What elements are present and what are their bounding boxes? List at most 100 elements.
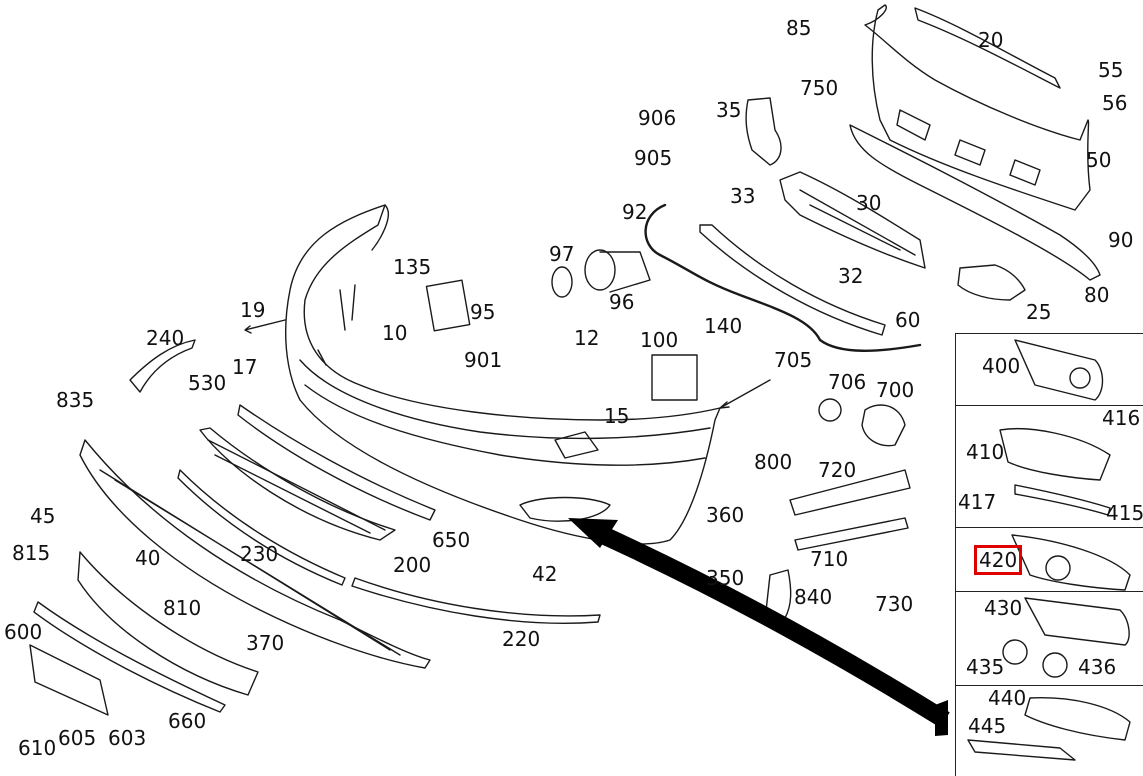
label-435[interactable]: 435 [966, 655, 1005, 679]
panel-grille-430[interactable] [1002, 597, 1130, 678]
label-416[interactable]: 416 [1102, 406, 1141, 430]
label-650[interactable]: 650 [432, 528, 471, 552]
washer[interactable] [818, 398, 842, 422]
mesh-insert[interactable] [77, 551, 259, 696]
label-600[interactable]: 600 [4, 620, 43, 644]
moulding-220[interactable] [351, 577, 601, 624]
label-605[interactable]: 605 [58, 726, 97, 750]
panel-410[interactable] [955, 405, 1143, 527]
label-815[interactable]: 815 [12, 541, 51, 565]
label-50[interactable]: 50 [1086, 148, 1112, 172]
bracket-660[interactable] [33, 601, 226, 713]
label-660[interactable]: 660 [168, 709, 207, 733]
trim-strip-60[interactable] [699, 224, 886, 336]
label-90[interactable]: 90 [1108, 228, 1134, 252]
panel-grille-410[interactable] [999, 428, 1111, 516]
label-417[interactable]: 417 [958, 490, 997, 514]
label-610[interactable]: 610 [18, 736, 57, 760]
label-97[interactable]: 97 [549, 242, 575, 266]
panel-grille-420[interactable] [1011, 534, 1131, 591]
bracket-25[interactable] [957, 264, 1026, 301]
label-15[interactable]: 15 [604, 404, 630, 428]
label-350[interactable]: 350 [706, 566, 745, 590]
label-706[interactable]: 706 [828, 370, 867, 394]
label-360[interactable]: 360 [706, 503, 745, 527]
trim-strip-650[interactable] [237, 404, 436, 521]
label-200[interactable]: 200 [393, 553, 432, 577]
label-220[interactable]: 220 [502, 627, 541, 651]
label-905[interactable]: 905 [634, 146, 673, 170]
panel-grille-440[interactable] [967, 697, 1131, 761]
label-430[interactable]: 430 [984, 596, 1023, 620]
label-750[interactable]: 750 [800, 76, 839, 100]
sensor-ring[interactable] [551, 266, 573, 298]
label-730[interactable]: 730 [875, 592, 914, 616]
panel-440[interactable] [955, 685, 1143, 776]
label-85[interactable]: 85 [786, 16, 812, 40]
bumper-carrier[interactable] [849, 4, 1101, 281]
rail-710[interactable] [794, 517, 909, 551]
label-901[interactable]: 901 [464, 348, 503, 372]
moulding-230[interactable] [177, 469, 346, 586]
label-80[interactable]: 80 [1084, 283, 1110, 307]
label-906[interactable]: 906 [638, 106, 677, 130]
panel-430[interactable] [955, 591, 1143, 685]
panel-420[interactable] [955, 527, 1143, 591]
label-42[interactable]: 42 [532, 562, 558, 586]
control-module[interactable] [425, 279, 471, 332]
label-810[interactable]: 810 [163, 596, 202, 620]
label-20[interactable]: 20 [978, 28, 1004, 52]
label-35[interactable]: 35 [716, 98, 742, 122]
label-33[interactable]: 33 [730, 184, 756, 208]
label-800[interactable]: 800 [754, 450, 793, 474]
label-445[interactable]: 445 [968, 714, 1007, 738]
trim-strip-240[interactable] [129, 339, 196, 393]
label-55[interactable]: 55 [1098, 58, 1124, 82]
label-415[interactable]: 415 [1106, 501, 1143, 525]
label-705[interactable]: 705 [774, 348, 813, 372]
label-700[interactable]: 700 [876, 378, 915, 402]
label-45[interactable]: 45 [30, 504, 56, 528]
label-840[interactable]: 840 [794, 585, 833, 609]
label-440[interactable]: 440 [988, 686, 1027, 710]
label-135[interactable]: 135 [393, 255, 432, 279]
label-410[interactable]: 410 [966, 440, 1005, 464]
lower-spoiler[interactable] [79, 439, 431, 669]
parking-sensor[interactable] [584, 249, 651, 293]
label-436[interactable]: 436 [1078, 655, 1117, 679]
label-710[interactable]: 710 [810, 547, 849, 571]
label-30[interactable]: 30 [856, 191, 882, 215]
label-19[interactable]: 19 [240, 298, 266, 322]
label-32[interactable]: 32 [838, 264, 864, 288]
label-17[interactable]: 17 [232, 355, 258, 379]
rail-720[interactable] [789, 469, 911, 516]
label-96[interactable]: 96 [609, 290, 635, 314]
bracket-700[interactable] [861, 404, 906, 447]
label-25[interactable]: 25 [1026, 300, 1052, 324]
label-140[interactable]: 140 [704, 314, 743, 338]
bracket-100[interactable] [651, 354, 698, 401]
label-95[interactable]: 95 [470, 300, 496, 324]
label-60[interactable]: 60 [895, 308, 921, 332]
label-370[interactable]: 370 [246, 631, 285, 655]
label-10[interactable]: 10 [382, 321, 408, 345]
label-720[interactable]: 720 [818, 458, 857, 482]
panel-grille-400[interactable] [1014, 339, 1104, 401]
label-400[interactable]: 400 [982, 354, 1021, 378]
license-plate-base[interactable] [29, 644, 109, 716]
label-240[interactable]: 240 [146, 326, 185, 350]
panel-400[interactable] [955, 333, 1143, 405]
lower-grille[interactable] [199, 427, 396, 541]
label-603[interactable]: 603 [108, 726, 147, 750]
label-230[interactable]: 230 [240, 542, 279, 566]
label-56[interactable]: 56 [1102, 91, 1128, 115]
label-530[interactable]: 530 [188, 371, 227, 395]
label-92[interactable]: 92 [622, 200, 648, 224]
label-835[interactable]: 835 [56, 388, 95, 412]
label-420-selected[interactable]: 420 [973, 545, 1023, 575]
energy-absorber[interactable] [779, 171, 926, 269]
wiring-harness[interactable] [644, 203, 922, 352]
label-12[interactable]: 12 [574, 326, 600, 350]
bumper-cover[interactable] [284, 204, 721, 545]
bracket-35[interactable] [745, 97, 782, 166]
